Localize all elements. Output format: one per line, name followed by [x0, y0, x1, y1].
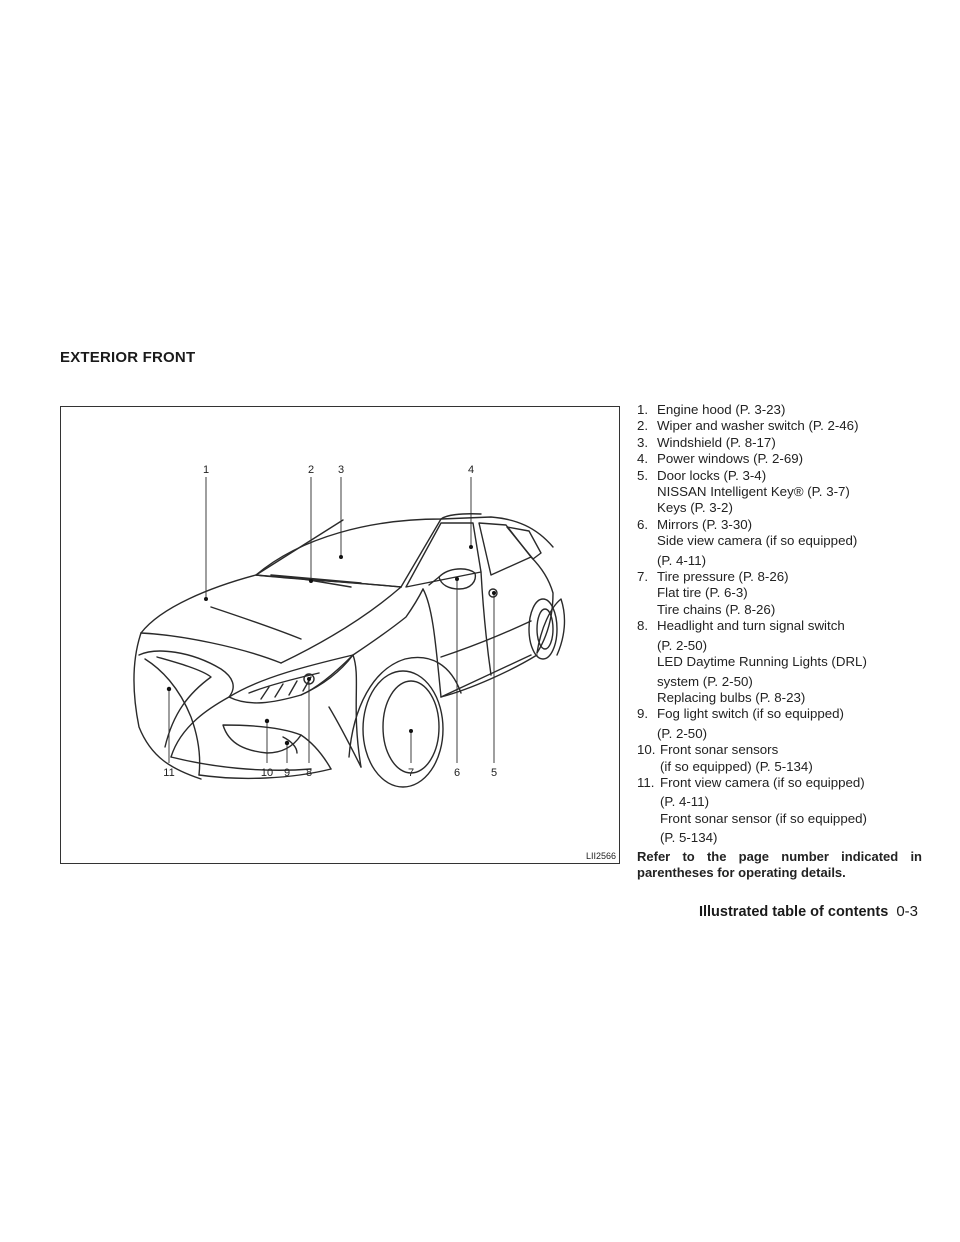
- operating-note: Refer to the page number indicated in pa…: [637, 848, 922, 880]
- legend-item-number: 1.: [637, 402, 649, 417]
- legend-item-line: (P. 2-50): [657, 725, 708, 741]
- legend-item-line: Keys (P. 3-2): [657, 500, 733, 516]
- page-number: 0-3: [896, 903, 918, 920]
- legend-item-line: (if so equipped) (P. 5-134): [660, 758, 813, 774]
- callout-3: 3: [338, 464, 344, 476]
- legend-item-line: (P. 4-11): [660, 794, 710, 810]
- legend-item-line: Windshield (P. 8-17): [657, 434, 776, 450]
- footer-title: Illustrated table of contents: [698, 904, 889, 920]
- legend-item: 2. Wiper and washer switch (P. 2-46): [637, 418, 922, 434]
- callout-4: 4: [468, 464, 474, 476]
- legend-item-line: LED Daytime Running Lights (DRL): [657, 654, 867, 670]
- figure-id: LII2566: [585, 851, 616, 861]
- callout-10: 10: [261, 767, 273, 779]
- legend-item-line: (P. 4-11): [657, 552, 707, 568]
- legend-item-line: Tire chains (P. 8-26): [657, 601, 776, 617]
- callout-8: 8: [306, 767, 312, 779]
- callout-2: 2: [308, 464, 314, 476]
- legend-item: 1. Engine hood (P. 3-23): [637, 402, 922, 418]
- legend-item-line: Headlight and turn signal switch: [657, 618, 845, 634]
- callout-9: 9: [284, 767, 290, 779]
- legend-item-line: system (P. 2-50): [657, 673, 753, 689]
- legend-item-line: NISSAN Intelligent Key® (P. 3-7): [657, 484, 850, 500]
- callout-6: 6: [454, 767, 460, 779]
- legend-item: 6. Mirrors (P. 3-30)Side view camera (if …: [637, 517, 922, 569]
- legend-item-line: Flat tire (P. 6-3): [657, 585, 748, 601]
- legend-item: 9. Fog light switch (if so equipped) (P. 2…: [637, 706, 922, 742]
- callout-1: 1: [203, 464, 209, 476]
- legend-item-number: 3.: [637, 434, 649, 450]
- legend-item-line: Mirrors (P. 3-30): [657, 516, 753, 532]
- legend-item-line: Replacing bulbs (P. 8-23): [657, 689, 806, 705]
- callout-5: 5: [491, 767, 497, 779]
- legend-item-number: 5.: [637, 467, 649, 483]
- legend-item-line: Side view camera (if so equipped): [657, 533, 858, 549]
- legend-item-line: Power windows (P. 2-69): [657, 451, 804, 467]
- legend-item-number: 4.: [637, 451, 649, 467]
- legend-item-line: Wiper and washer switch (P. 2-46): [657, 418, 859, 434]
- legend-item-line: Front view camera (if so equipped): [660, 774, 865, 790]
- page-footer: Illustrated table of contents 0-3: [699, 903, 918, 920]
- legend-item-line: Front sonar sensors: [660, 742, 779, 758]
- legend-item: 4. Power windows (P. 2-69): [637, 451, 922, 467]
- legend-item-line: Engine hood (P. 3-23): [657, 402, 786, 417]
- car-drawing: 1 2 3 4 5 6 7 8 9 10 11: [133, 464, 566, 788]
- legend-item: 8. Headlight and turn signal switch (P. 2-…: [637, 618, 922, 706]
- legend-item-line: Fog light switch (if so equipped): [657, 706, 844, 722]
- legend-item-number: 8.: [637, 618, 649, 634]
- parts-legend: 1. Engine hood (P. 3-23) 2. Wiper and washe…: [637, 402, 922, 881]
- callout-11: 11: [163, 767, 174, 779]
- legend-item-number: 7.: [637, 569, 649, 585]
- callout-7: 7: [408, 767, 414, 779]
- legend-item-number: 10.: [637, 742, 656, 758]
- legend-item-number: 6.: [637, 516, 649, 532]
- legend-item-number: 9.: [637, 706, 649, 722]
- legend-item: 11. Front view camera (if so equipped) (P.…: [637, 775, 922, 847]
- legend-item-number: 11.: [637, 774, 655, 790]
- legend-item: 3. Windshield (P. 8-17): [637, 435, 922, 451]
- legend-item-line: Tire pressure (P. 8-26): [657, 569, 789, 585]
- legend-item-line: Front sonar sensor (if so equipped): [660, 810, 867, 826]
- legend-list: 1. Engine hood (P. 3-23) 2. Wiper and washe…: [637, 402, 922, 847]
- legend-item-line: (P. 2-50): [657, 637, 708, 653]
- legend-item-line: Door locks (P. 3-4): [657, 467, 767, 483]
- legend-item: 10.Front sonar sensors(if so equipped) (…: [637, 742, 922, 775]
- exterior-front-illustration: 1 2 3 4 5 6 7 8 9 10 11 LII2566: [60, 406, 620, 864]
- section-title: EXTERIOR FRONT: [60, 349, 196, 366]
- legend-item: 7. Tire pressure (P. 8-26)Flat tire (P. 6…: [637, 569, 922, 618]
- legend-item: 5. Door locks (P. 3-4)NISSAN Intelligent …: [637, 468, 922, 517]
- legend-item-line: (P. 5-134): [660, 830, 718, 846]
- legend-item-number: 2.: [637, 418, 649, 434]
